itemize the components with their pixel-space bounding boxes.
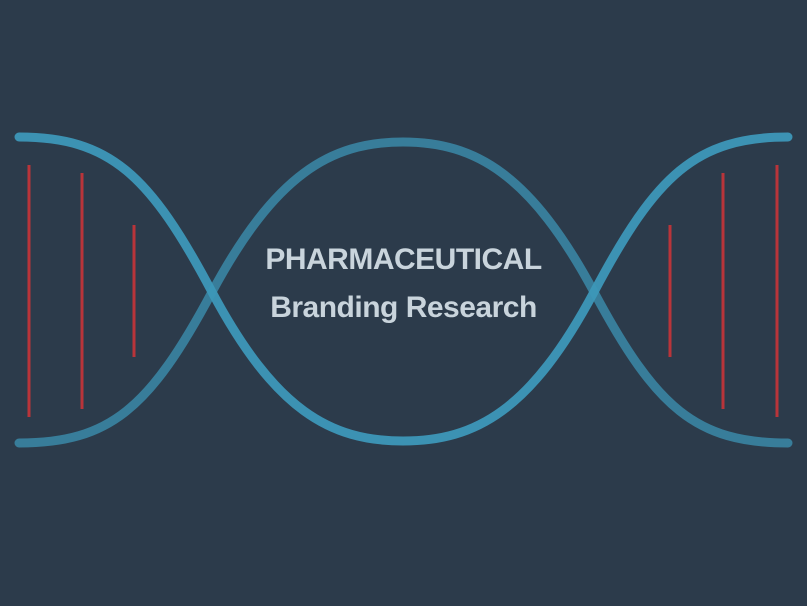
title-block: PHARMACEUTICAL Branding Research bbox=[0, 236, 807, 332]
base-pairs-right bbox=[668, 165, 779, 417]
title-line-2: Branding Research bbox=[270, 291, 537, 324]
title-line-1: PHARMACEUTICAL bbox=[265, 243, 542, 276]
helix-strand-b bbox=[14, 137, 793, 448]
helix-strand-a bbox=[14, 132, 793, 446]
base-pairs-left bbox=[27, 165, 136, 417]
